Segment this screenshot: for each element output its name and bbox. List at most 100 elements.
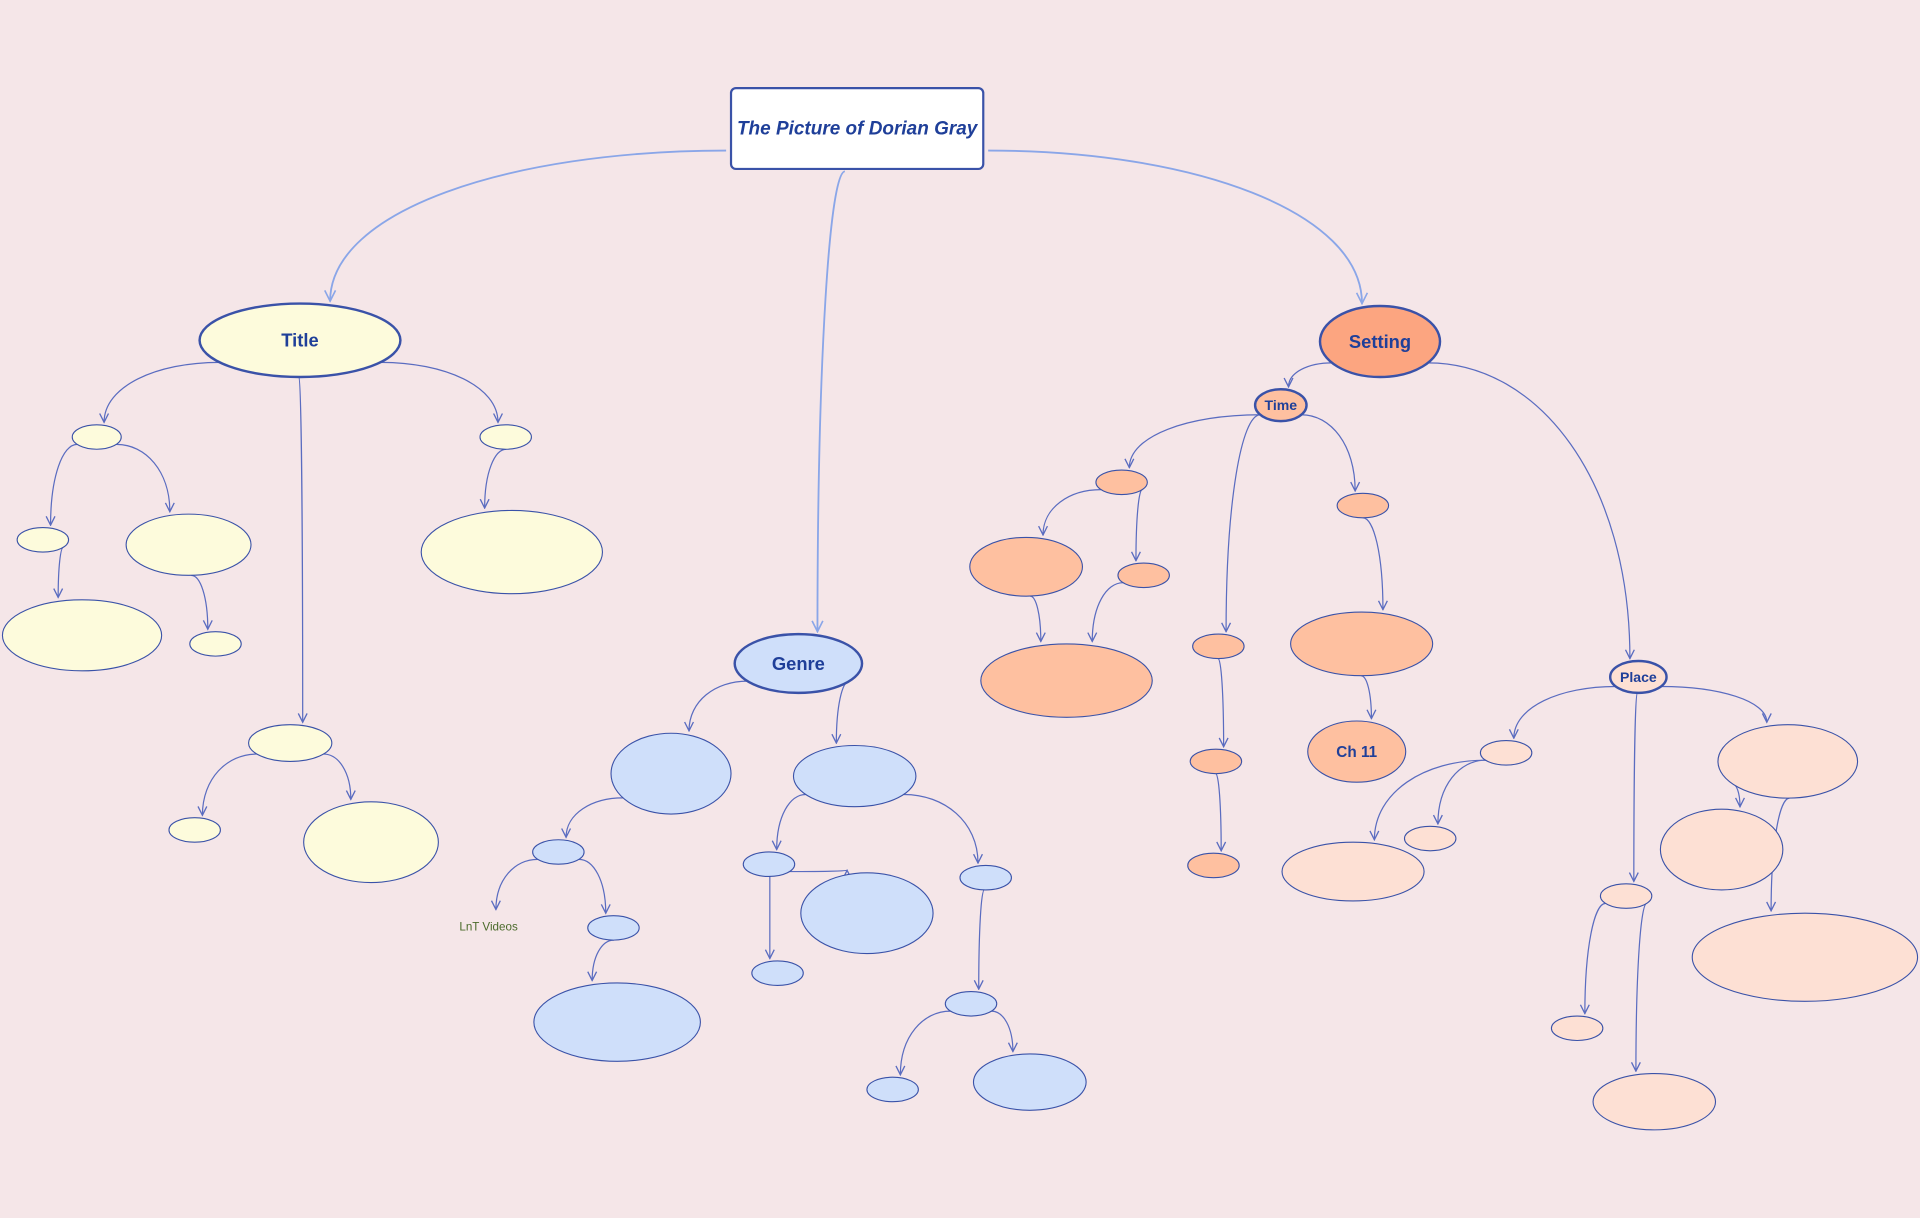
edge-p3-p3a bbox=[1585, 902, 1606, 1013]
edge-s2a-ch11 bbox=[1360, 675, 1371, 719]
node-t1a[interactable] bbox=[16, 527, 70, 553]
node-t2[interactable] bbox=[479, 424, 532, 450]
edge-t1-t1a bbox=[51, 443, 78, 525]
node-p1b[interactable] bbox=[1403, 825, 1457, 852]
node-setting[interactable] bbox=[1318, 304, 1442, 379]
node-g2c1b[interactable] bbox=[972, 1053, 1087, 1111]
edge-p3-p3b bbox=[1636, 902, 1648, 1071]
edge-g1b-g1b1 bbox=[592, 939, 614, 980]
node-s3[interactable] bbox=[1192, 633, 1245, 660]
edge-setting-place bbox=[1427, 362, 1630, 659]
node-s2a[interactable] bbox=[1290, 611, 1434, 677]
lnt-videos-annotation: LnT Videos bbox=[459, 920, 518, 933]
setting-label: Setting bbox=[1349, 331, 1411, 352]
edge-t2-t2a bbox=[485, 448, 507, 508]
edge-time-s1 bbox=[1129, 414, 1261, 468]
node-t1b1[interactable] bbox=[189, 631, 242, 657]
node-place[interactable] bbox=[1608, 659, 1668, 695]
node-g1a[interactable] bbox=[532, 839, 585, 865]
node-p2[interactable] bbox=[1717, 724, 1859, 799]
node-s3a[interactable] bbox=[1189, 748, 1243, 775]
node-g2c1a[interactable] bbox=[866, 1076, 919, 1103]
edge-p1-p1b bbox=[1438, 759, 1486, 824]
edge-g2c1-g2c1b bbox=[991, 1010, 1013, 1051]
edge-p1-p1a bbox=[1374, 759, 1486, 840]
node-s3a1[interactable] bbox=[1187, 852, 1240, 879]
edge-s1a-s1c bbox=[1029, 595, 1041, 641]
node-g1b1[interactable] bbox=[533, 982, 701, 1062]
edge-s2-s2a bbox=[1362, 517, 1383, 610]
edge-g2a-g2b bbox=[789, 870, 848, 871]
time-label: Time bbox=[1265, 397, 1298, 413]
node-t1b[interactable] bbox=[125, 513, 252, 576]
node-g2c1[interactable] bbox=[944, 990, 998, 1017]
genre-label: Genre bbox=[772, 653, 825, 674]
edge-root-setting bbox=[988, 149, 1362, 304]
node-g2a1[interactable] bbox=[751, 960, 804, 986]
node-s1c[interactable] bbox=[980, 643, 1153, 718]
node-g1b[interactable] bbox=[587, 915, 640, 941]
edge-setting-time bbox=[1289, 362, 1333, 387]
edges-layer bbox=[51, 149, 1790, 1075]
edge-place-p2 bbox=[1660, 685, 1767, 722]
edge-g2-g2a bbox=[777, 793, 806, 849]
node-s1[interactable] bbox=[1095, 469, 1148, 496]
node-p2b[interactable] bbox=[1691, 912, 1919, 1002]
edge-genre-g1 bbox=[689, 680, 748, 731]
node-s2[interactable] bbox=[1336, 492, 1390, 519]
node-t3b[interactable] bbox=[303, 801, 439, 884]
edge-place-p1 bbox=[1514, 685, 1616, 738]
node-p2a[interactable] bbox=[1659, 808, 1784, 891]
root-label: The Picture of Dorian Gray bbox=[737, 119, 979, 140]
edge-t3-t3b bbox=[323, 753, 351, 799]
node-time[interactable] bbox=[1253, 388, 1308, 423]
edge-root-genre bbox=[817, 170, 846, 631]
edge-t1-t1b bbox=[116, 443, 170, 511]
node-title[interactable] bbox=[198, 302, 402, 379]
node-g2b[interactable] bbox=[800, 872, 934, 955]
node-t1a1[interactable] bbox=[1, 599, 163, 672]
edge-s1-s1a bbox=[1043, 489, 1102, 535]
edge-title-t3 bbox=[299, 376, 303, 722]
node-genre[interactable] bbox=[733, 632, 864, 695]
node-t1[interactable] bbox=[71, 424, 122, 450]
node-g2a[interactable] bbox=[742, 851, 796, 878]
edge-g1a-lnt bbox=[496, 858, 538, 909]
edge-g1a-g1b bbox=[578, 858, 606, 913]
place-label: Place bbox=[1620, 669, 1657, 685]
edge-g1-g1a bbox=[566, 797, 624, 837]
edge-g2-g2c bbox=[903, 793, 978, 863]
edge-s3a-s3a1 bbox=[1215, 773, 1222, 851]
node-g2[interactable] bbox=[792, 744, 917, 808]
node-ch11[interactable] bbox=[1307, 720, 1407, 783]
edge-t1b-t1b1 bbox=[191, 574, 208, 629]
node-s1a[interactable] bbox=[969, 536, 1083, 597]
edge-s1-s1b bbox=[1136, 489, 1143, 561]
edge-t1a-t1a1 bbox=[58, 546, 65, 597]
node-g1[interactable] bbox=[610, 732, 732, 815]
title-label: Title bbox=[281, 330, 318, 351]
node-p3[interactable] bbox=[1599, 883, 1653, 909]
root-node[interactable] bbox=[729, 87, 985, 171]
node-t3a[interactable] bbox=[168, 817, 221, 843]
node-s1b[interactable] bbox=[1117, 562, 1170, 589]
edge-time-s3 bbox=[1226, 414, 1261, 632]
node-p3b[interactable] bbox=[1592, 1073, 1717, 1131]
node-t2a[interactable] bbox=[420, 509, 603, 595]
edge-title-t2 bbox=[380, 361, 498, 422]
edge-time-s2 bbox=[1301, 414, 1355, 491]
edge-place-p3 bbox=[1634, 692, 1637, 882]
edge-root-title bbox=[330, 149, 727, 302]
node-g2c[interactable] bbox=[959, 864, 1012, 891]
edge-p2-p2b bbox=[1771, 797, 1790, 911]
edge-g2c-g2c1 bbox=[979, 889, 985, 989]
edge-t3-t3a bbox=[202, 753, 257, 815]
node-p1a[interactable] bbox=[1281, 841, 1425, 902]
node-p3a[interactable] bbox=[1550, 1015, 1604, 1042]
ch11-label: Ch 11 bbox=[1336, 744, 1377, 761]
node-t3[interactable] bbox=[248, 724, 333, 762]
edge-s3-s3a bbox=[1217, 657, 1224, 747]
node-p1[interactable] bbox=[1479, 740, 1533, 766]
